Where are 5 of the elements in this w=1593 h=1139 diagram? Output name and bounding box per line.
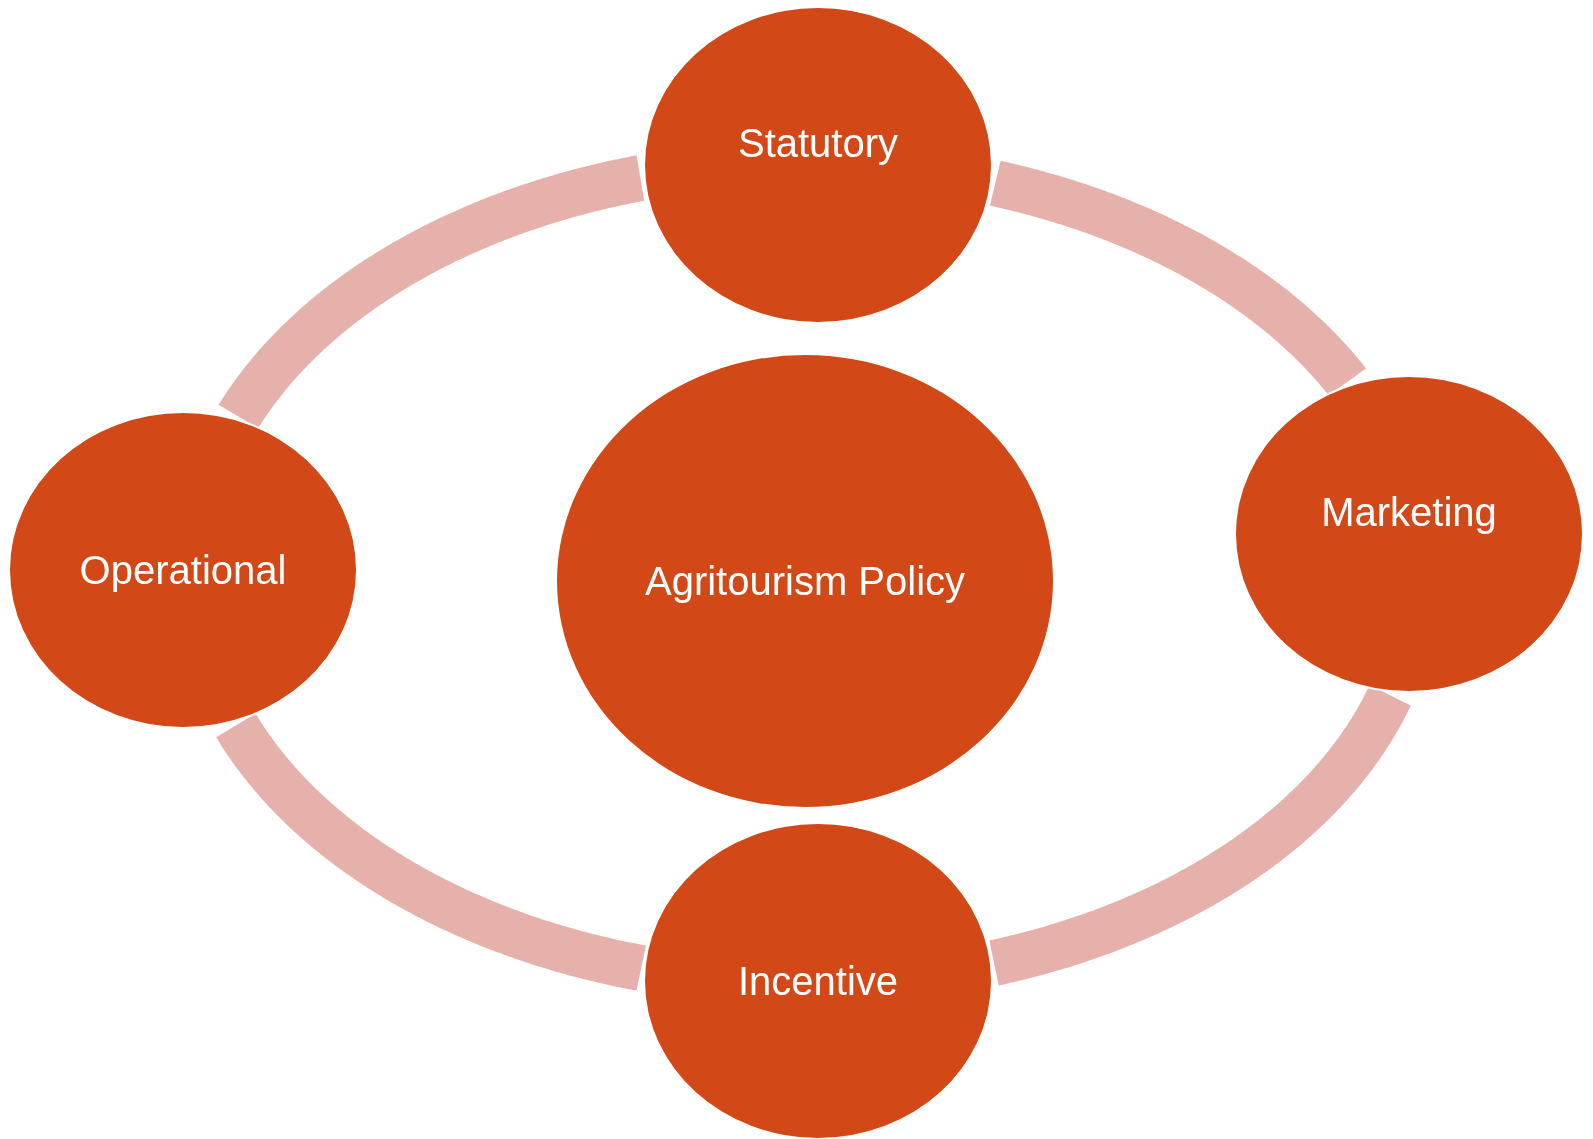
node-label: Incentive xyxy=(737,959,899,1003)
node-label: Operational xyxy=(79,548,287,592)
node-label: Statutory xyxy=(737,121,899,165)
node-label: Marketing xyxy=(1321,490,1497,534)
node-label: Agritourism Policy xyxy=(644,559,966,603)
